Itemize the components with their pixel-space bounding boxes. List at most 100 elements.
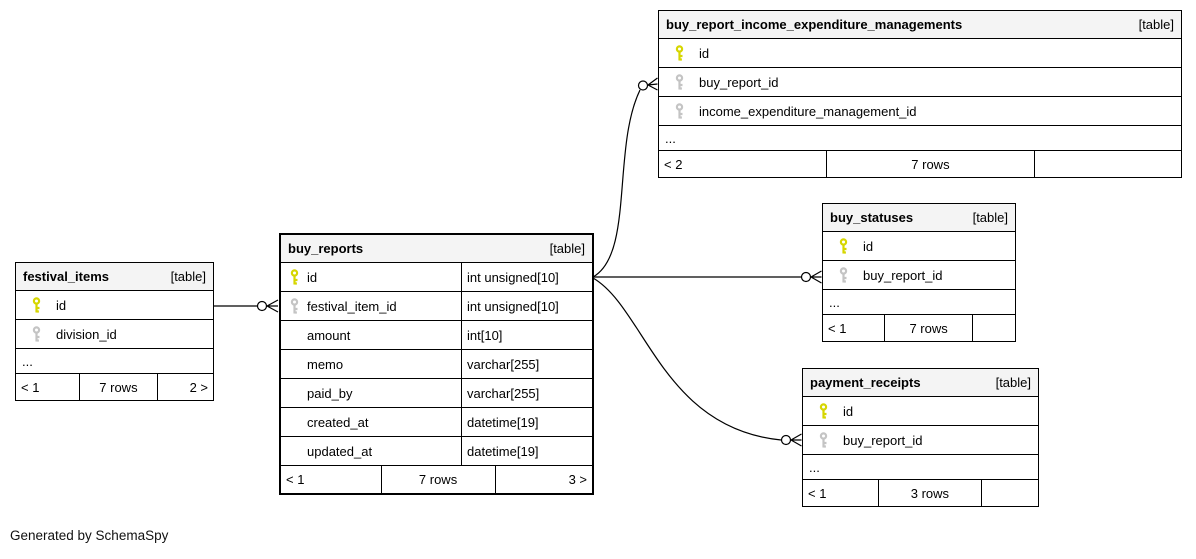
column-name: id	[863, 238, 874, 254]
footer-related-in: < 1	[286, 472, 305, 487]
column-name: paid_by	[307, 385, 353, 401]
relationship-line	[592, 89, 641, 278]
footer-related-out	[982, 480, 1038, 506]
column-type: int unsigned[10]	[461, 292, 592, 320]
foreign-key-icon	[839, 266, 847, 283]
column-type: datetime[19]	[461, 408, 592, 436]
table-footer: < 2 7 rows	[659, 151, 1181, 177]
table-name[interactable]: buy_report_income_expenditure_management…	[666, 17, 963, 32]
primary-key-icon	[290, 268, 298, 285]
foreign-key-icon	[290, 297, 298, 314]
foreign-key-icon	[675, 73, 683, 90]
table-tag: [table]	[972, 210, 1008, 225]
footer-related-out: 3 >	[568, 472, 587, 487]
relationship-line	[592, 277, 782, 441]
column-row-id: id	[659, 39, 1181, 68]
ellipsis-row: ...	[823, 290, 1015, 315]
footer-row-count: 7 rows	[826, 151, 1035, 177]
footer-related-in: < 1	[828, 320, 847, 336]
ellipsis-row: ...	[16, 349, 213, 374]
column-name: division_id	[56, 326, 117, 342]
foreign-key-icon	[675, 102, 683, 119]
entity-table-payment-receipts[interactable]: payment_receipts [table] id buy_report_i…	[802, 368, 1039, 507]
footer-related-out	[1035, 151, 1181, 177]
table-tag: [table]	[170, 269, 206, 284]
column-row-amount: amount int[10]	[281, 321, 592, 350]
column-name: memo	[307, 356, 344, 372]
table-header[interactable]: buy_report_income_expenditure_management…	[659, 11, 1181, 39]
column-row-id: id	[16, 291, 213, 320]
column-type: varchar[255]	[461, 379, 592, 407]
crow-foot-marker	[790, 433, 802, 447]
table-header[interactable]: buy_reports [table]	[281, 235, 592, 263]
primary-key-icon	[675, 44, 683, 61]
column-row-paid-by: paid_by varchar[255]	[281, 379, 592, 408]
table-footer: < 1 3 rows	[803, 480, 1038, 506]
column-row-income-expenditure-management-id: income_expenditure_management_id	[659, 97, 1181, 126]
relationship-festival-items-to-buy-reports	[213, 299, 279, 313]
table-header[interactable]: payment_receipts [table]	[803, 369, 1038, 397]
column-row-id: id	[803, 397, 1038, 426]
column-name: updated_at	[307, 443, 373, 459]
footer-related-in: < 1	[808, 485, 827, 501]
column-name: festival_item_id	[307, 298, 397, 314]
ellipsis-row: ...	[659, 126, 1181, 151]
generated-by-note: Generated by SchemaSpy	[10, 528, 169, 543]
column-row-festival-item-id: festival_item_id int unsigned[10]	[281, 292, 592, 321]
entity-table-buy-report-income-expenditure-managements[interactable]: buy_report_income_expenditure_management…	[658, 10, 1182, 178]
table-header[interactable]: buy_statuses [table]	[823, 204, 1015, 232]
column-row-memo: memo varchar[255]	[281, 350, 592, 379]
table-name[interactable]: payment_receipts	[810, 375, 921, 390]
primary-key-icon	[32, 296, 40, 313]
crow-foot-marker	[810, 270, 822, 284]
column-name: id	[699, 45, 710, 61]
relationship-buy-reports-to-payment-receipts	[592, 277, 802, 447]
column-row-id: id int unsigned[10]	[281, 263, 592, 292]
table-tag: [table]	[549, 241, 585, 256]
column-type: datetime[19]	[461, 437, 592, 465]
table-footer: < 1 7 rows 2 >	[16, 374, 213, 400]
column-name: created_at	[307, 414, 369, 430]
column-row-id: id	[823, 232, 1015, 261]
table-tag: [table]	[995, 375, 1031, 390]
column-name: buy_report_id	[863, 267, 943, 283]
table-name[interactable]: festival_items	[23, 269, 109, 284]
column-name: id	[56, 297, 67, 313]
zero-one-circle-marker	[256, 300, 268, 312]
footer-row-count: 7 rows	[79, 374, 158, 400]
column-row-buy-report-id: buy_report_id	[823, 261, 1015, 290]
relationship-buy-reports-to-buy-statuses	[593, 270, 822, 284]
zero-one-circle-marker	[780, 434, 792, 446]
table-tag: [table]	[1138, 17, 1174, 32]
ellipsis-row: ...	[803, 455, 1038, 480]
column-name: amount	[307, 327, 351, 343]
crow-foot-marker	[266, 299, 279, 313]
entity-table-buy-reports[interactable]: buy_reports [table] id int unsigned[10] …	[279, 233, 594, 495]
entity-table-festival-items[interactable]: festival_items [table] id division_id ..…	[15, 262, 214, 401]
column-row-buy-report-id: buy_report_id	[659, 68, 1181, 97]
table-footer: < 1 7 rows	[823, 315, 1015, 341]
entity-table-buy-statuses[interactable]: buy_statuses [table] id buy_report_id ..…	[822, 203, 1016, 342]
column-row-updated-at: updated_at datetime[19]	[281, 437, 592, 466]
column-row-created-at: created_at datetime[19]	[281, 408, 592, 437]
column-row-division-id: division_id	[16, 320, 213, 349]
column-name: buy_report_id	[843, 432, 923, 448]
relationship-buy-reports-to-buy-report-income-expenditure-managements	[592, 77, 658, 278]
footer-row-count: 7 rows	[884, 315, 973, 341]
footer-related-in: < 1	[21, 379, 40, 395]
footer-related-out: 2 >	[189, 379, 208, 395]
table-name[interactable]: buy_statuses	[830, 210, 914, 225]
table-footer: < 1 7 rows 3 >	[281, 466, 592, 493]
table-name[interactable]: buy_reports	[288, 241, 364, 256]
column-type: int unsigned[10]	[461, 263, 592, 291]
table-header[interactable]: festival_items [table]	[16, 263, 213, 291]
primary-key-icon	[839, 237, 847, 254]
foreign-key-icon	[819, 431, 827, 448]
foreign-key-icon	[32, 325, 40, 342]
column-name: id	[307, 269, 318, 285]
zero-one-circle-marker	[800, 271, 812, 283]
column-name: buy_report_id	[699, 74, 779, 90]
footer-related-out	[973, 315, 1015, 341]
